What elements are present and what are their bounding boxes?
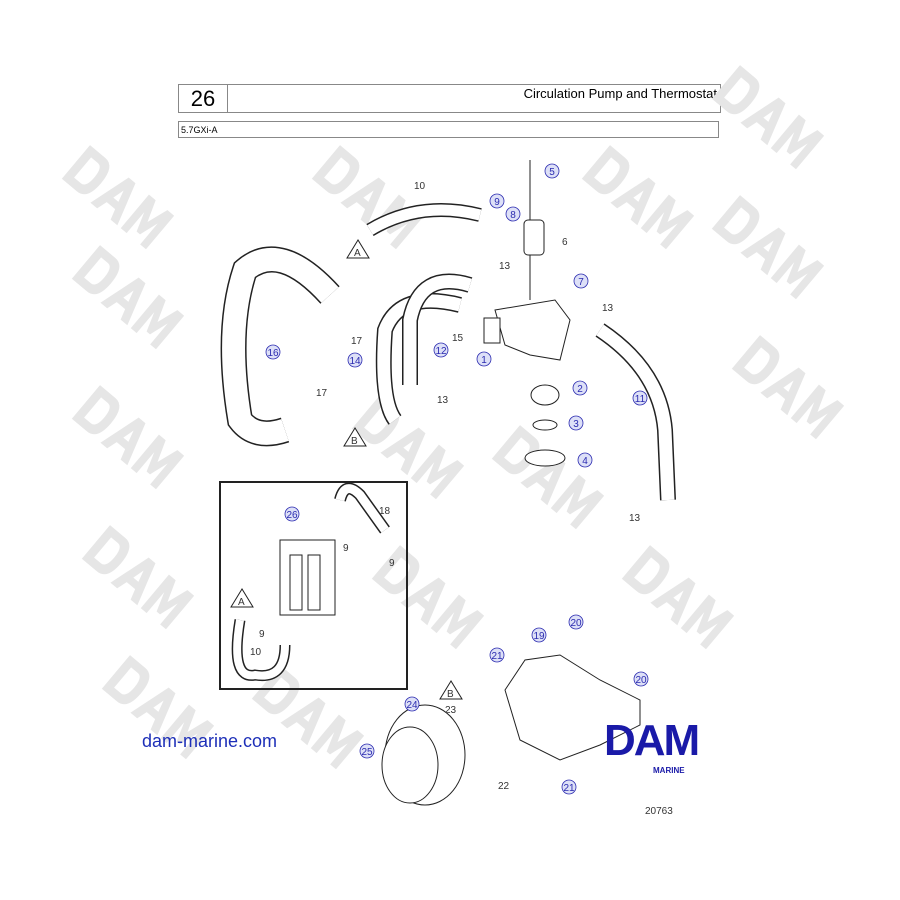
ref-mark-b: B: [447, 689, 454, 700]
watermark-logo: [71, 245, 185, 350]
watermark-logo: [621, 545, 735, 650]
svg-text:9: 9: [494, 197, 500, 208]
label: 10: [414, 181, 426, 192]
callout: 8: [505, 206, 521, 222]
website-link[interactable]: dam-marine.com: [142, 731, 278, 751]
header-box: 26 Circulation Pump and Thermostat: [178, 84, 721, 113]
svg-text:21: 21: [491, 651, 503, 662]
label: 18: [379, 506, 391, 517]
label: 9: [343, 543, 349, 554]
label: 17: [351, 336, 363, 347]
svg-text:11: 11: [635, 394, 646, 405]
ref-mark-a: A: [354, 248, 361, 259]
hoses: [220, 203, 676, 682]
water-pump: [381, 654, 641, 806]
thermostat-housing: [483, 160, 571, 467]
svg-text:26: 26: [286, 510, 298, 521]
brand-logo-sub: MARINE: [653, 766, 685, 775]
watermark-logo: [81, 525, 195, 630]
svg-text:3: 3: [573, 419, 579, 430]
svg-text:20: 20: [570, 618, 582, 629]
svg-text:16: 16: [267, 348, 279, 359]
label: 13: [602, 303, 614, 314]
watermark-logo: [61, 145, 175, 250]
callout: 11: [632, 390, 648, 406]
inset-box: [219, 481, 408, 690]
label: 13: [629, 513, 641, 524]
page-title: Circulation Pump and Thermostat: [523, 86, 717, 101]
svg-text:8: 8: [510, 210, 516, 221]
svg-text:2: 2: [577, 384, 583, 395]
watermarks: [61, 65, 845, 770]
svg-text:12: 12: [435, 346, 447, 357]
svg-text:5: 5: [549, 167, 555, 178]
label: 17: [316, 388, 328, 399]
drawing-number: 20763: [645, 806, 673, 817]
callout: 20: [568, 614, 584, 630]
svg-text:4: 4: [582, 456, 588, 467]
reference-triangles: A A B B: [230, 239, 463, 700]
label: 10: [250, 647, 262, 658]
callout: 3: [568, 415, 584, 431]
callout: 21: [561, 779, 577, 795]
watermark-logo: [711, 65, 825, 170]
model-label: 5.7GXi-A: [178, 121, 719, 138]
ref-mark-b: B: [351, 436, 358, 447]
callout: 5: [544, 163, 560, 179]
svg-text:14: 14: [349, 356, 361, 367]
watermark-logo: [251, 665, 365, 770]
callout: 9: [489, 193, 505, 209]
callout: 20: [633, 671, 649, 687]
callout: 19: [531, 627, 547, 643]
svg-text:20: 20: [635, 675, 647, 686]
callout: 21: [489, 647, 505, 663]
callout: 25: [359, 743, 375, 759]
svg-text:25: 25: [361, 747, 373, 758]
callout: 1: [476, 351, 492, 367]
label: 9: [259, 629, 265, 640]
fuel-pump-assembly: [279, 539, 336, 616]
svg-text:1: 1: [481, 355, 487, 366]
svg-text:24: 24: [406, 700, 418, 711]
label: 13: [437, 395, 449, 406]
watermark-logo: [581, 145, 695, 250]
circled-callouts: 5 9 8 7 16 14 12 1 2 3 4 11 26 19 20 20 …: [265, 163, 649, 795]
svg-text:21: 21: [563, 783, 575, 794]
callout: 14: [347, 352, 363, 368]
plain-labels: 10 6 13 17 15 13 17 13 13 18 9 9 9 10 23…: [250, 181, 641, 792]
callout: 2: [572, 380, 588, 396]
svg-text:19: 19: [533, 631, 545, 642]
watermark-logo: [731, 335, 845, 440]
label: 13: [499, 261, 511, 272]
watermark-logo: [311, 145, 425, 250]
watermark-logo: [711, 195, 825, 300]
ref-mark-a: A: [238, 597, 245, 608]
label: 6: [562, 237, 568, 248]
label: 22: [498, 781, 510, 792]
callout: 24: [404, 696, 420, 712]
label: 23: [445, 705, 457, 716]
callout: 4: [577, 452, 593, 468]
label: 15: [452, 333, 464, 344]
label: 9: [389, 558, 395, 569]
callout: 26: [284, 506, 300, 522]
brand-logo: DAM: [604, 716, 700, 765]
svg-text:7: 7: [578, 277, 584, 288]
page-number: 26: [179, 85, 228, 112]
watermark-logo: [71, 385, 185, 490]
watermark-logo: [491, 425, 605, 530]
callout: 12: [433, 342, 449, 358]
callout: 16: [265, 344, 281, 360]
callout: 7: [573, 273, 589, 289]
